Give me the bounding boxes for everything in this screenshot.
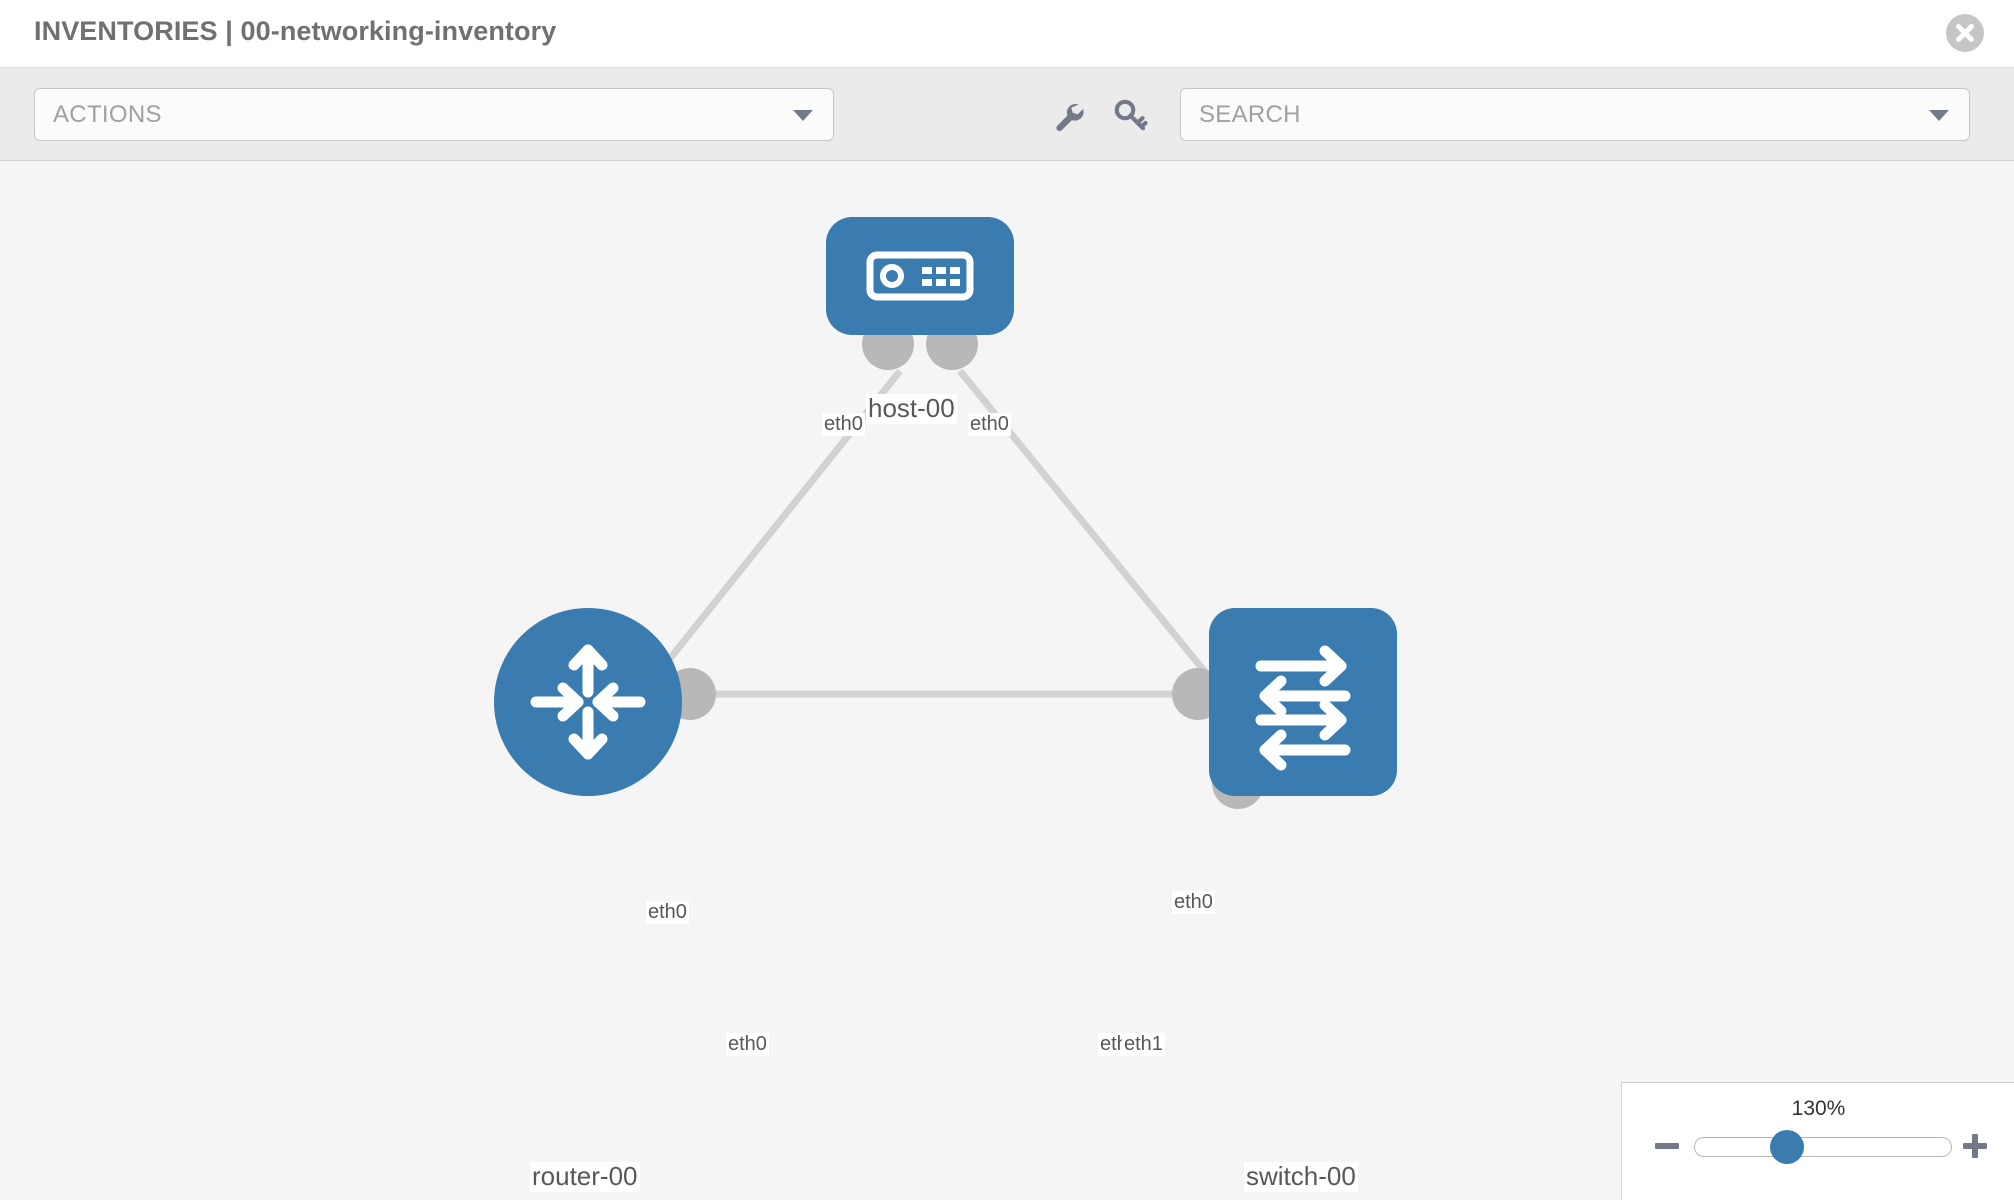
search-input[interactable]: SEARCH [1180,88,1970,141]
zoom-slider-handle[interactable] [1770,1130,1804,1164]
topology-node-label-router-00: router-00 [530,1161,640,1192]
server-icon [826,217,1014,335]
topology-canvas[interactable]: eth0 host-00 eth0 [0,161,2014,1200]
close-icon[interactable] [1946,14,1984,52]
plus-icon[interactable] [1960,1131,1990,1161]
zoom-control-panel: 130% [1621,1082,2014,1200]
port-label-switch-left-b: eth1 [1122,1033,1165,1056]
chevron-down-icon[interactable] [1929,109,1949,121]
page-title: INVENTORIES | 00-networking-inventory [34,16,557,46]
port-label-router-up: eth0 [646,901,689,924]
minus-icon[interactable] [1652,1131,1682,1161]
toolbar: ACTIONS SEARCH [0,68,2014,161]
zoom-slider-track[interactable] [1694,1137,1952,1157]
chevron-down-icon [793,109,813,121]
window-header: INVENTORIES | 00-networking-inventory [0,0,2014,68]
port-label-switch-up: eth0 [1172,891,1215,914]
key-icon[interactable] [1110,96,1150,136]
wrench-icon[interactable] [1048,96,1088,136]
actions-dropdown-label: ACTIONS [53,101,162,128]
port-label-router-right: eth0 [726,1033,769,1056]
port-label-host-right: eth0 [968,413,1011,436]
router-icon [494,608,682,796]
switch-icon [1209,608,1397,796]
port-label-host-left: eth0 [822,413,865,436]
topology-node-label-switch-00: switch-00 [1244,1161,1358,1192]
topology-port-nubs [664,318,1264,809]
actions-dropdown[interactable]: ACTIONS [34,88,834,141]
search-placeholder: SEARCH [1199,101,1301,128]
topology-node-label-host-00: host-00 [866,393,957,424]
zoom-level-label: 130% [1791,1097,1846,1120]
